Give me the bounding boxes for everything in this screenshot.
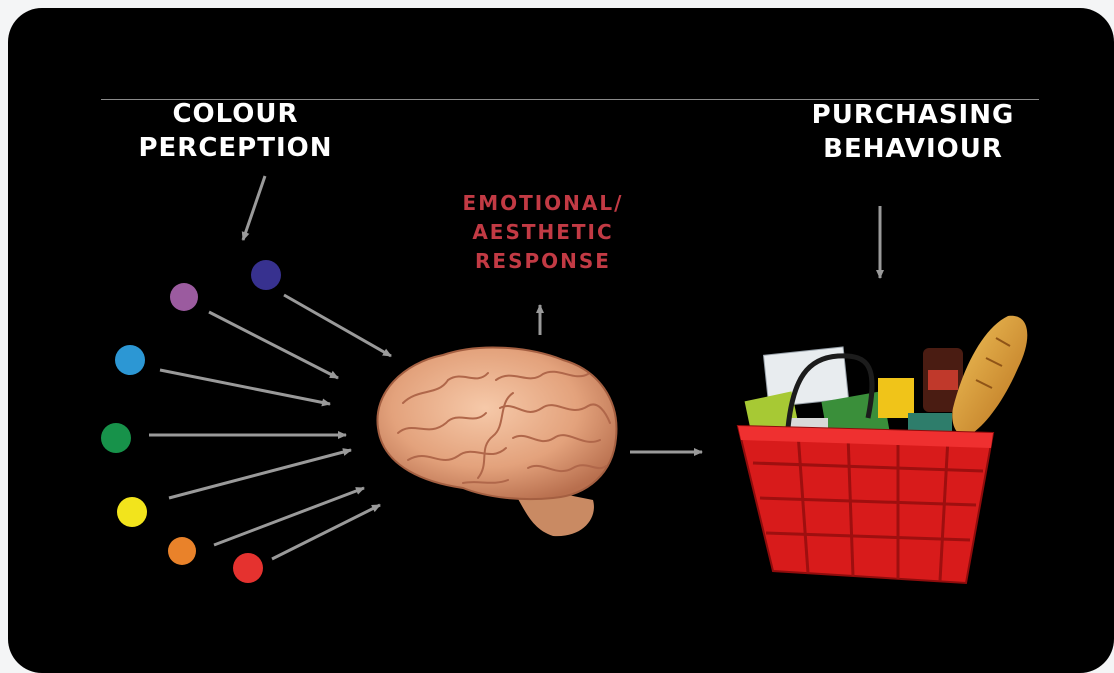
- dot-arrow-indigo: [283, 293, 392, 358]
- dot-orange: [168, 537, 196, 565]
- brain-image: [376, 346, 618, 537]
- dot-arrow-blue: [159, 368, 331, 407]
- dot-purple: [170, 283, 198, 311]
- emotional-line-2: AESTHETIC: [472, 220, 614, 244]
- purchasing-behaviour-label: PURCHASING BEHAVIOUR: [783, 99, 1043, 167]
- colour-perception-label: COLOUR PERCEPTION: [113, 98, 358, 166]
- purchasing-line-1: PURCHASING: [811, 100, 1015, 130]
- emotional-line-3: RESPONSE: [475, 249, 611, 273]
- top-divider: [101, 99, 1039, 100]
- emotional-response-label: EMOTIONAL/ AESTHETIC RESPONSE: [448, 189, 638, 276]
- dot-arrow-purple: [208, 310, 339, 380]
- dot-indigo: [251, 260, 281, 290]
- dot-arrow-yellow: [168, 448, 352, 500]
- diagram-artwork: [101, 175, 1028, 585]
- dot-yellow: [117, 497, 147, 527]
- shopping-basket-image: [736, 315, 1028, 585]
- dot-arrow-red: [271, 503, 381, 561]
- dot-arrow-orange: [213, 486, 365, 547]
- colour-perception-line-1: COLOUR: [172, 99, 299, 129]
- purchasing-line-2: BEHAVIOUR: [823, 133, 1003, 164]
- colour-perception-arrow: [241, 175, 267, 241]
- dot-red: [233, 553, 263, 583]
- dot-green: [101, 423, 131, 453]
- colour-arrows: [149, 293, 392, 561]
- diagram-card: COLOUR PERCEPTION EMOTIONAL/ AESTHETIC R…: [8, 8, 1114, 673]
- emotional-line-1: EMOTIONAL/: [462, 191, 624, 215]
- dot-blue: [115, 345, 145, 375]
- colour-perception-line-2: PERCEPTION: [138, 132, 333, 163]
